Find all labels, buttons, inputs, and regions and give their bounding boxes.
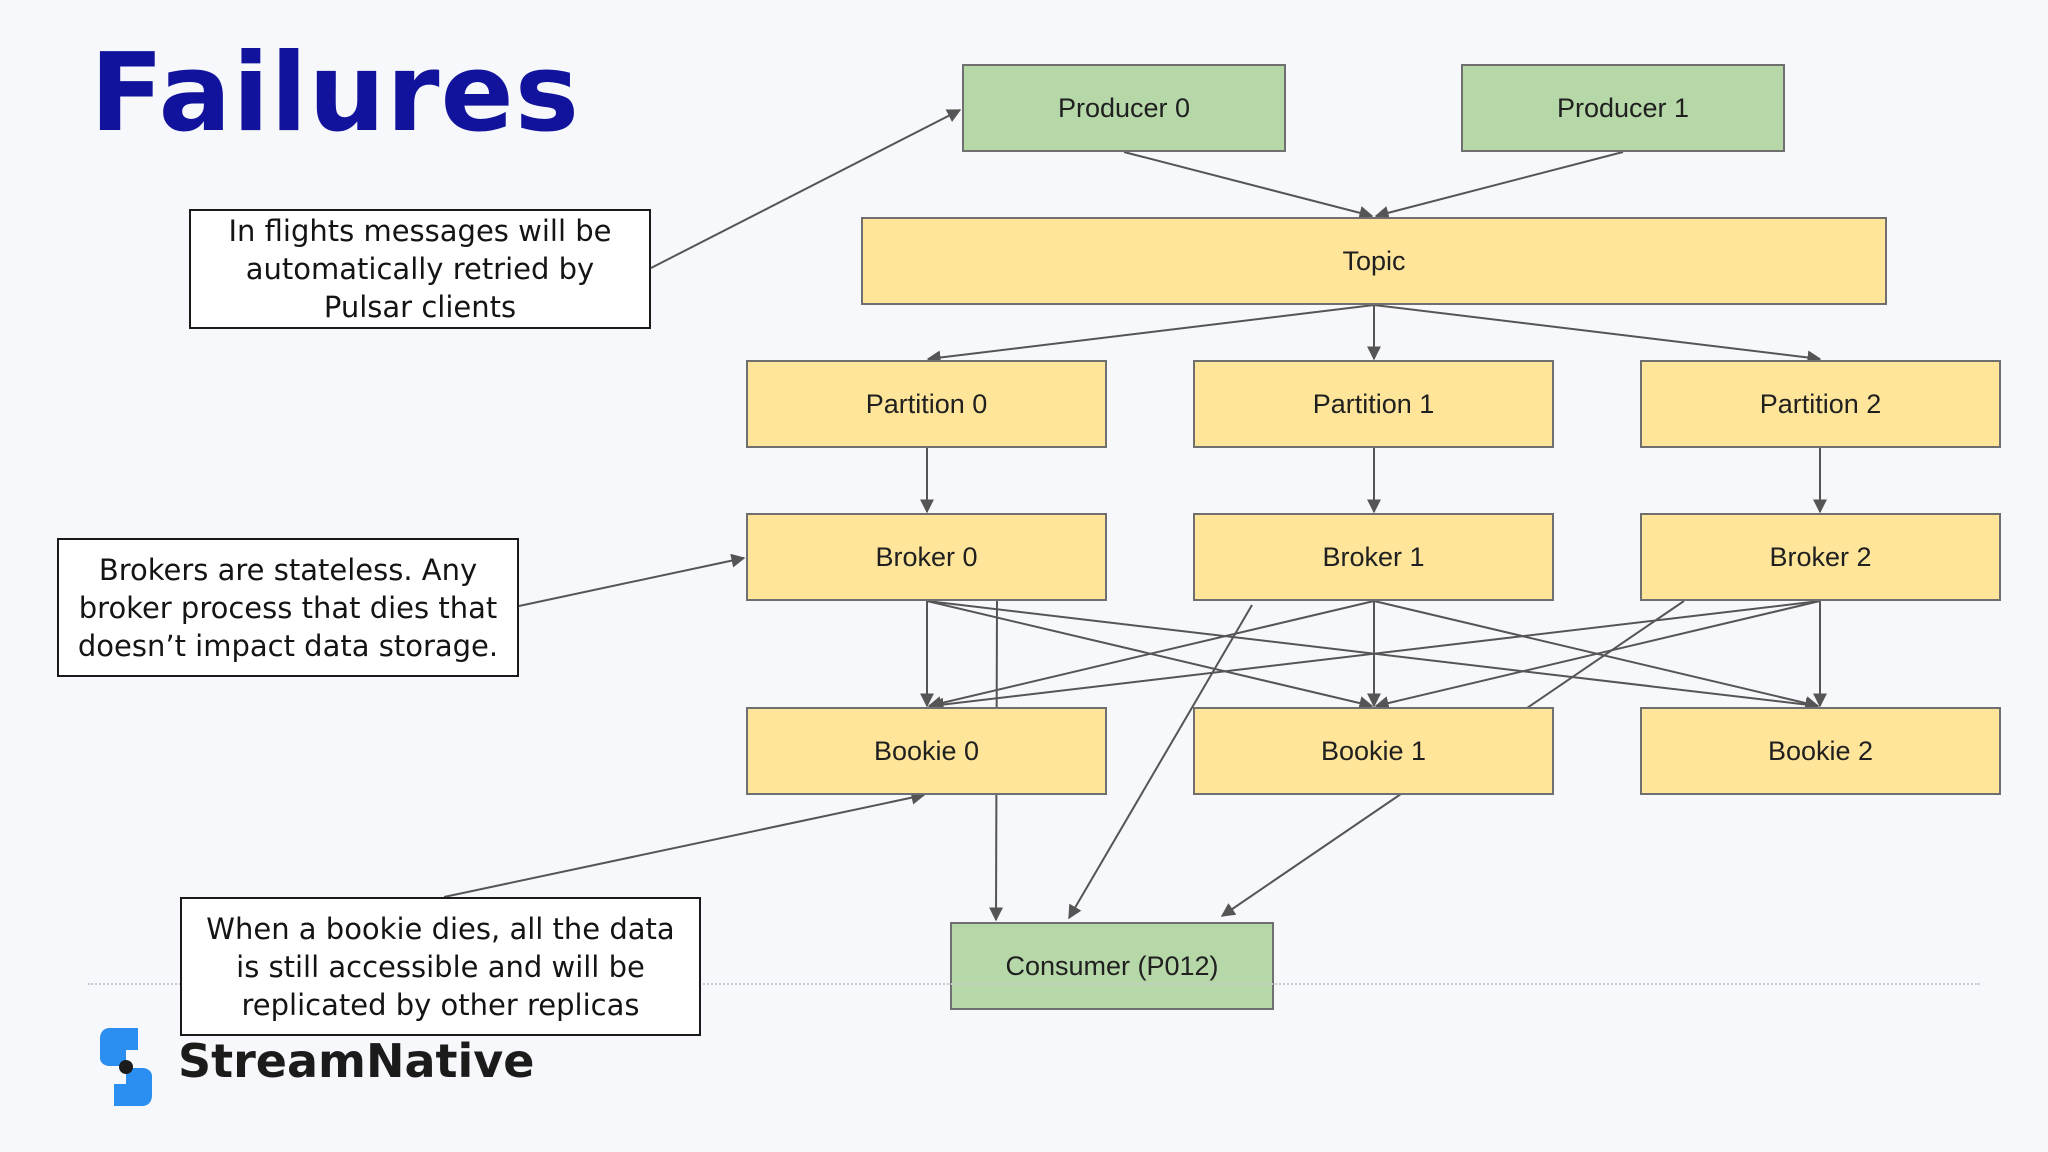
- producer-0-node: Producer 0: [962, 64, 1286, 152]
- bookie-0-node: Bookie 0: [746, 707, 1107, 795]
- consumer-node: Consumer (P012): [950, 922, 1274, 1010]
- note-producers-retry: In flights messages will be automaticall…: [189, 209, 651, 329]
- note-line: Brokers are stateless. Any: [98, 552, 478, 587]
- brand-name: StreamNative: [178, 1034, 535, 1088]
- note-line: When a bookie dies, all the data: [206, 911, 675, 946]
- edge-broker2-bookie0: [929, 600, 1821, 712]
- topic-node: Topic: [861, 217, 1887, 305]
- edge-topic-partition0: [926, 304, 1375, 365]
- note-brokers-stateless: Brokers are stateless. Any broker proces…: [57, 538, 519, 677]
- edge-broker1-consumer: [1068, 604, 1253, 920]
- note-line: is still accessible and will be: [236, 949, 645, 984]
- edge-producer0-topic: [1123, 151, 1374, 220]
- note-bookie-replication: When a bookie dies, all the data is stil…: [180, 897, 701, 1036]
- streamnative-logo-icon: [100, 1028, 152, 1106]
- edge-note-bookies: [443, 790, 926, 898]
- slide-title: Failures: [90, 31, 581, 156]
- broker-0-node: Broker 0: [746, 513, 1107, 601]
- producer-1-node: Producer 1: [1461, 64, 1785, 152]
- broker-1-node: Broker 1: [1193, 513, 1554, 601]
- note-line: broker process that dies that: [78, 590, 498, 625]
- edge-topic-partition2: [1373, 304, 1822, 365]
- edge-note-brokers: [518, 553, 746, 607]
- partition-1-node: Partition 1: [1193, 360, 1554, 448]
- bookie-2-node: Bookie 2: [1640, 707, 2001, 795]
- broker-2-node: Broker 2: [1640, 513, 2001, 601]
- note-line: replicated by other replicas: [241, 987, 640, 1022]
- edge-note-producers: [650, 109, 962, 269]
- footer-divider: [88, 983, 1980, 985]
- partition-2-node: Partition 2: [1640, 360, 2001, 448]
- note-line: automatically retried by: [245, 252, 595, 286]
- note-line: doesn’t impact data storage.: [77, 628, 499, 663]
- note-line: Pulsar clients: [323, 290, 517, 324]
- note-line: In flights messages will be: [228, 214, 612, 248]
- partition-0-node: Partition 0: [746, 360, 1107, 448]
- edge-broker1-bookie0: [927, 600, 1375, 710]
- edge-broker2-bookie1: [1374, 600, 1821, 710]
- edge-producer1-topic: [1374, 151, 1624, 220]
- bookie-1-node: Bookie 1: [1193, 707, 1554, 795]
